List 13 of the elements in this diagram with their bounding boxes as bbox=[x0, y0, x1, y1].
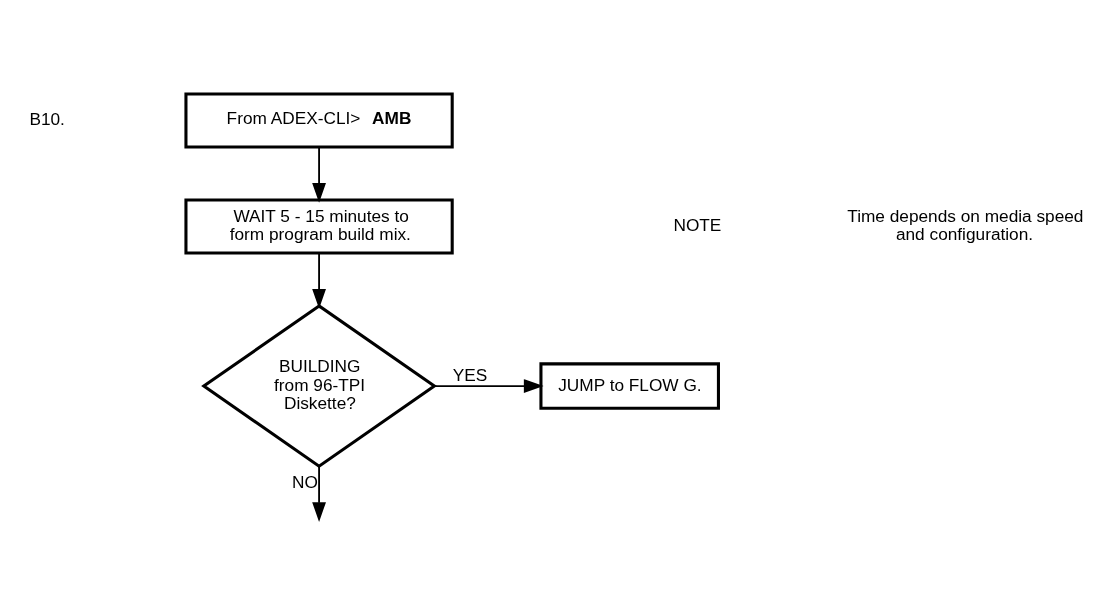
edge-label: YES bbox=[452, 365, 488, 386]
label: Time depends on media speed and configuration. bbox=[847, 205, 1084, 245]
node-box: JUMP to FLOW G. bbox=[539, 362, 720, 410]
label: NOTE bbox=[673, 215, 722, 235]
node-box: WAIT 5 - 15 minutes to form program build mix. bbox=[184, 198, 454, 255]
arrow bbox=[433, 379, 544, 393]
edge-label: NO bbox=[291, 472, 318, 493]
node-box: From ADEX-CLI> AMB bbox=[184, 92, 454, 149]
arrow bbox=[312, 146, 326, 203]
arrow bbox=[312, 465, 326, 522]
label: B10. bbox=[29, 108, 65, 129]
arrow bbox=[312, 252, 326, 309]
node-diamond: BUILDING from 96-TPI Diskette? bbox=[201, 304, 438, 469]
